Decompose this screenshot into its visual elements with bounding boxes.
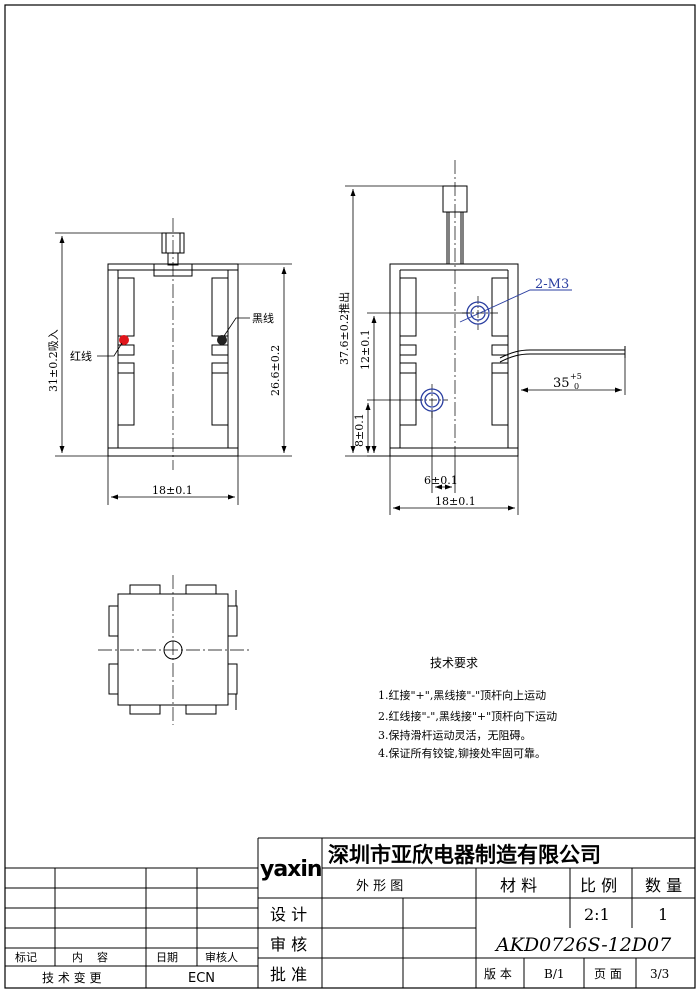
dim-6: 6±0.1 <box>424 474 458 487</box>
label-red-wire: 红线 <box>70 349 92 363</box>
material-label: 材 料 <box>500 876 537 895</box>
page-label: 页 面 <box>594 967 622 981</box>
title-block <box>258 837 695 988</box>
black-terminal <box>217 335 227 345</box>
qty-value: 1 <box>658 905 668 924</box>
dim-12: 12±0.1 <box>359 329 372 370</box>
front-dims <box>55 232 292 505</box>
view-name: 外 形 图 <box>356 879 403 894</box>
dim-body-height: 26.6±0.2 <box>269 345 282 396</box>
scale-value: 2:1 <box>584 905 610 924</box>
review-label: 审 核 <box>270 935 307 954</box>
design-label: 设 计 <box>270 905 307 924</box>
dim-width-front: 18±0.1 <box>152 484 193 497</box>
rev-footer-right: ECN <box>188 971 215 986</box>
tech-item-3: 3.保持滑杆运动灵活，无阻碍。 <box>378 728 532 742</box>
side-dims <box>345 185 626 515</box>
dim-8: 8±0.1 <box>353 413 366 447</box>
rev-col-reviewer: 审核人 <box>205 950 238 964</box>
version-label: 版 本 <box>484 967 512 981</box>
rev-col-content: 内 容 <box>72 950 108 964</box>
label-black-wire: 黑线 <box>252 311 274 325</box>
dim-width-side: 18±0.1 <box>435 495 476 508</box>
dim-35: 35 <box>553 376 570 391</box>
tech-item-1: 1.红接"+",黑线接"-"顶杆向上运动 <box>378 688 546 702</box>
dim-push-total: 37.6±0.2推出 <box>337 292 351 365</box>
label-mounting: 2-M3 <box>535 277 569 292</box>
tech-title: 技术要求 <box>430 656 478 670</box>
revision-block <box>5 838 259 988</box>
company-logo: yaxin <box>260 857 322 882</box>
top-view <box>98 575 250 725</box>
dim-pull-total: 31±0.2吸入 <box>47 329 60 392</box>
page-value: 3/3 <box>650 967 669 981</box>
company-name: 深圳市亚欣电器制造有限公司 <box>328 843 601 867</box>
qty-label: 数 量 <box>645 876 682 895</box>
dim-35-tol-upper: +5 <box>570 372 582 381</box>
tech-item-2: 2.红线接"-",黑线接"+"顶杆向下运动 <box>378 709 557 723</box>
scale-label: 比 例 <box>580 876 617 895</box>
rev-col-date: 日期 <box>156 951 178 964</box>
rev-footer-left: 技 术 变 更 <box>42 970 101 985</box>
part-number: AKD0726S-12D07 <box>494 934 672 956</box>
version-value: B/1 <box>544 967 565 981</box>
rev-col-mark: 标记 <box>15 950 37 964</box>
sheet-border <box>4 4 696 989</box>
tech-item-4: 4.保证所有铰锭,铆接处牢固可靠。 <box>378 746 546 760</box>
red-terminal <box>119 335 129 345</box>
side-view <box>389 160 626 460</box>
approve-label: 批 准 <box>270 965 307 984</box>
dim-35-tol-lower: 0 <box>574 382 579 391</box>
front-view <box>107 218 239 470</box>
